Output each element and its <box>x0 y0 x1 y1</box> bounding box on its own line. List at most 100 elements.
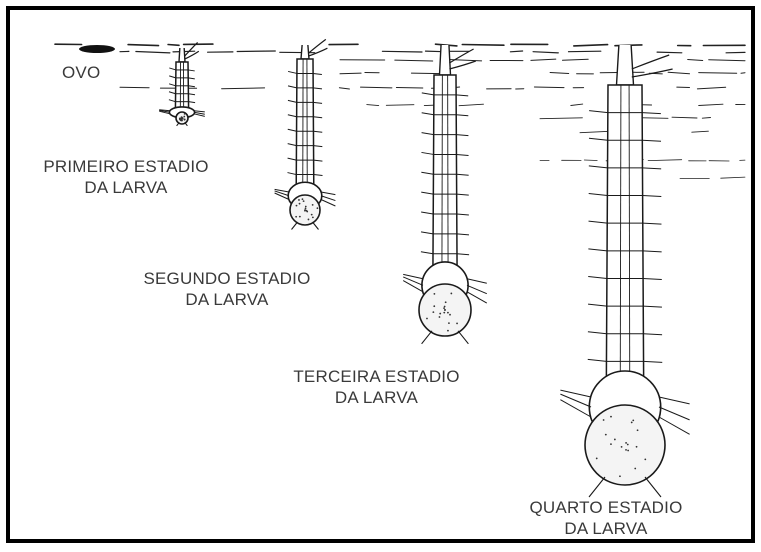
speckle <box>299 216 301 218</box>
bristle <box>421 172 433 174</box>
water-line <box>657 52 682 53</box>
bristle <box>188 70 195 71</box>
speckle <box>305 206 307 208</box>
bristle <box>588 276 607 278</box>
water-line <box>571 104 583 105</box>
speckle <box>447 330 449 332</box>
bristle <box>642 168 661 169</box>
bristle <box>288 86 297 88</box>
bristle <box>321 196 335 201</box>
water-line <box>395 60 433 61</box>
water-line <box>361 87 392 88</box>
speckle <box>304 210 306 212</box>
bristle <box>275 193 289 200</box>
water-line <box>533 52 558 53</box>
bristle <box>188 86 195 87</box>
siphon <box>301 45 309 59</box>
speckle <box>447 312 449 314</box>
water-line <box>574 45 608 46</box>
bristle <box>422 93 434 95</box>
speckle <box>306 211 308 213</box>
bristle <box>589 221 608 223</box>
bristle <box>169 92 176 94</box>
speckle <box>632 419 634 421</box>
speckle <box>637 429 639 431</box>
bristle <box>467 279 487 283</box>
bristle <box>194 111 205 112</box>
anal-gills <box>632 55 673 77</box>
water-line <box>237 51 275 52</box>
speckle <box>308 219 310 221</box>
bristle <box>288 144 297 146</box>
bristle <box>188 94 195 95</box>
bristle <box>589 111 608 113</box>
water-line <box>699 73 737 74</box>
water-line <box>339 88 349 89</box>
speckle <box>439 316 441 318</box>
bristle <box>189 102 196 103</box>
bristle <box>169 100 176 102</box>
speckle <box>625 442 627 444</box>
bristle <box>457 234 469 235</box>
water-line <box>563 59 589 60</box>
bristle <box>314 175 323 176</box>
bristle <box>642 140 661 141</box>
water-line <box>340 73 361 74</box>
speckle <box>450 293 452 295</box>
bristle <box>422 113 434 115</box>
speckle <box>184 113 186 115</box>
bristle <box>421 232 433 234</box>
speckle <box>634 468 636 470</box>
label-ovo: OVO <box>62 62 100 83</box>
water-line <box>386 105 414 106</box>
water-line <box>702 118 710 119</box>
speckle <box>317 207 319 209</box>
bristle <box>589 194 608 196</box>
speckle <box>298 199 300 201</box>
siphon <box>617 45 634 85</box>
bristle <box>314 160 323 161</box>
water-line <box>709 60 745 61</box>
speckle <box>621 446 623 448</box>
speckle <box>456 323 458 325</box>
anal-gills <box>449 49 475 69</box>
water-line <box>648 160 682 161</box>
bristle <box>288 115 297 117</box>
bristle <box>288 100 297 102</box>
speckle <box>636 446 638 448</box>
water-line <box>120 87 149 88</box>
bristle <box>457 214 469 215</box>
water-line <box>531 59 556 60</box>
bristle <box>588 249 607 251</box>
speckle <box>445 301 447 303</box>
water-line <box>699 104 723 105</box>
bristle <box>642 113 661 114</box>
water-line <box>668 72 689 74</box>
bristle <box>313 88 322 89</box>
water-line <box>697 87 725 89</box>
bristle <box>288 129 297 131</box>
bristle <box>188 78 195 79</box>
speckle <box>179 119 181 121</box>
bristle <box>589 138 608 140</box>
bristle <box>643 251 662 252</box>
speckle <box>433 293 435 295</box>
bristle <box>588 304 607 306</box>
speckle <box>181 117 183 119</box>
bristle <box>659 397 690 404</box>
speckle <box>439 313 441 315</box>
speckle <box>311 214 313 216</box>
speckle <box>302 198 304 200</box>
water-line <box>128 45 158 46</box>
water-line <box>721 177 745 178</box>
water-line <box>688 60 703 61</box>
water-line <box>741 73 745 74</box>
label-primeiro-estadio: PRIMEIRO ESTADIO DA LARVA <box>36 156 216 198</box>
water-line <box>168 45 179 46</box>
egg-shape <box>79 45 115 53</box>
larva-second-instar <box>275 39 336 229</box>
bristle <box>643 223 662 224</box>
speckle <box>627 444 629 446</box>
bristle <box>422 133 434 135</box>
